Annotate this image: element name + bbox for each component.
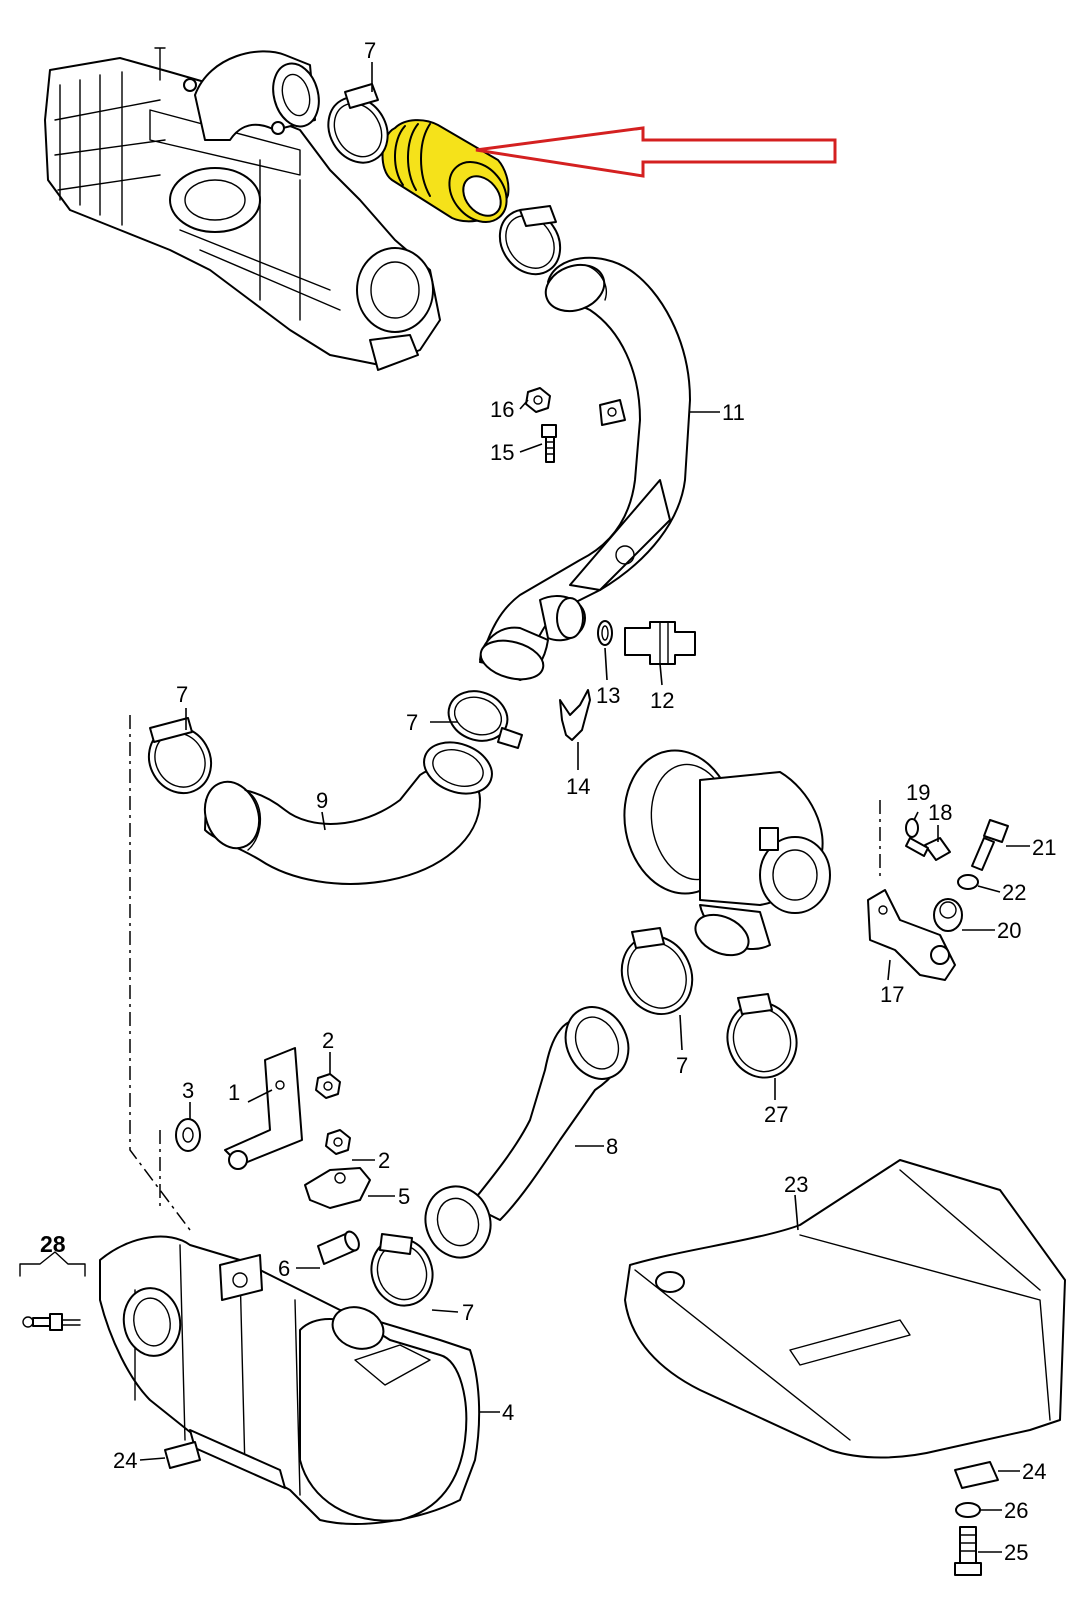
label-9: 9 (316, 788, 328, 813)
label-28: 28 (40, 1231, 66, 1257)
label-12: 12 (650, 688, 674, 713)
intercooler (99, 1235, 481, 1525)
label-8: 8 (606, 1134, 618, 1159)
hose-clamp-top-1 (327, 83, 389, 164)
washer-22 (957, 874, 979, 890)
sensor-28 (19, 1251, 86, 1331)
label-13: 13 (596, 683, 620, 708)
label-26: 26 (1004, 1498, 1028, 1523)
retaining-clip (559, 689, 591, 741)
highlighted-charge-air-hose (381, 119, 510, 223)
label-24-left: 24 (113, 1448, 137, 1473)
bracket-5 (304, 1167, 371, 1209)
clip-nut-24a (164, 1441, 201, 1469)
hose-clamp-top-2 (498, 205, 562, 276)
rubber-mount-20 (933, 898, 963, 932)
nut-16 (525, 387, 551, 413)
clip-nut-24b (954, 1461, 999, 1489)
bolt-25 (954, 1526, 982, 1576)
washer-26 (955, 1502, 981, 1518)
label-6: 6 (278, 1256, 290, 1281)
label-7-mid: 7 (406, 710, 418, 735)
label-17: 17 (880, 982, 904, 1007)
label-1: 1 (228, 1080, 240, 1105)
label-4: 4 (502, 1400, 514, 1425)
hose-clamp-9-left (147, 717, 213, 795)
label-14: 14 (566, 774, 590, 799)
spacer-6 (317, 1230, 360, 1265)
temperature-sensor (624, 621, 696, 665)
label-11: 11 (722, 400, 745, 425)
turbocharger (623, 749, 831, 957)
label-5: 5 (398, 1184, 410, 1209)
label-3: 3 (182, 1078, 194, 1103)
leader-lines (139, 62, 1030, 1553)
label-23: 23 (784, 1172, 808, 1197)
hose-clamp-8-lower (370, 1233, 434, 1307)
label-24-right: 24 (1022, 1459, 1046, 1484)
air-duct (624, 1159, 1066, 1459)
label-22: 22 (1002, 880, 1026, 905)
label-21: 21 (1032, 835, 1056, 860)
intake-manifold (44, 47, 441, 371)
label-2-top: 2 (322, 1028, 334, 1053)
hose-clamp-8-upper (620, 927, 694, 1015)
label-2-bottom: 2 (378, 1148, 390, 1173)
label-20: 20 (997, 918, 1021, 943)
bolt-15 (541, 424, 557, 463)
bolt-21 (971, 819, 1009, 871)
nut-2a (315, 1073, 341, 1099)
hose-clamp-27 (726, 993, 798, 1079)
label-25: 25 (1004, 1540, 1028, 1565)
bracket-17 (867, 889, 956, 981)
red-arrow-icon (475, 126, 837, 178)
label-15: 15 (490, 440, 514, 465)
hose-clamp-9-right (447, 690, 523, 749)
label-19: 19 (906, 780, 930, 805)
washer-19 (905, 818, 919, 838)
bolt-18 (905, 837, 951, 861)
label-7-top: 7 (364, 38, 376, 63)
label-16: 16 (490, 397, 514, 422)
bracket-1 (224, 1047, 303, 1170)
label-7-right: 7 (676, 1053, 688, 1078)
charge-air-hose-8 (424, 1006, 630, 1259)
label-27: 27 (764, 1102, 788, 1127)
nut-2b (325, 1129, 351, 1155)
label-18: 18 (928, 800, 952, 825)
sealing-ring (597, 620, 613, 646)
label-7-left: 7 (176, 682, 188, 707)
charge-air-pipe (479, 256, 691, 681)
grommet-3 (175, 1118, 201, 1152)
label-7-bottom: 7 (462, 1300, 474, 1325)
charge-air-hose-9 (203, 741, 493, 885)
